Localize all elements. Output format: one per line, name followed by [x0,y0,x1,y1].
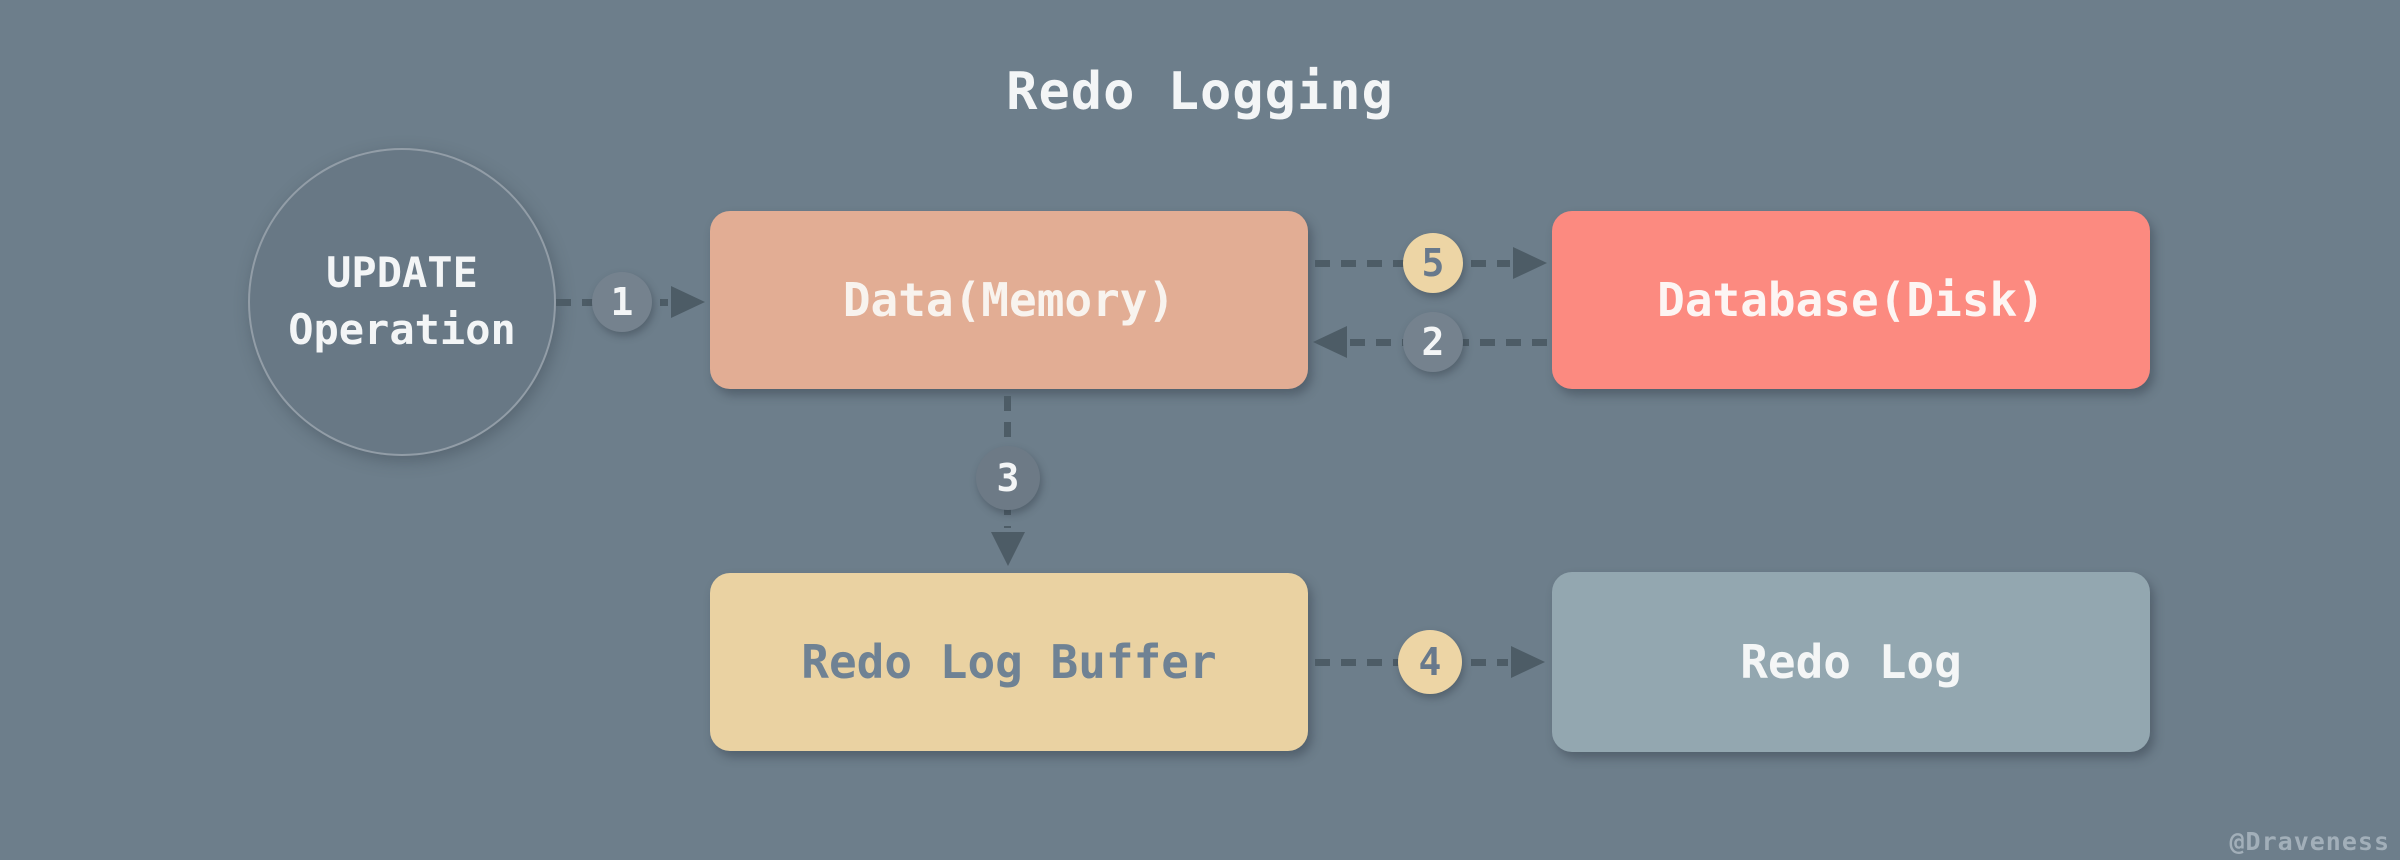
step-badge-5: 5 [1403,233,1463,293]
arrow-3-down-arrowhead-icon [991,532,1025,566]
step-badge-4: 4 [1398,630,1462,694]
update-operation-label-line1: UPDATE [326,248,478,298]
database-disk-label: Database(Disk) [1657,273,2045,327]
step-badge-2: 2 [1403,312,1463,372]
arrow-2-left-arrowhead-icon [1313,326,1347,358]
update-operation-label-line2: Operation [288,305,516,354]
redo-log-label: Redo Log [1740,635,1962,689]
diagram-title: Redo Logging [1006,62,1394,122]
data-memory-box: Data(Memory) [710,211,1308,389]
arrow-1-right-arrowhead-icon [671,286,705,318]
arrow-5-right-arrowhead-icon [1513,247,1547,279]
step-badge-3: 3 [976,446,1040,510]
watermark: @Draveness [2229,827,2390,856]
step-badge-1: 1 [592,272,652,332]
database-disk-box: Database(Disk) [1552,211,2150,389]
redo-log-buffer-box: Redo Log Buffer [710,573,1308,751]
redo-log-box: Redo Log [1552,572,2150,752]
data-memory-label: Data(Memory) [842,273,1176,327]
redo-log-buffer-label: Redo Log Buffer [801,635,1217,689]
arrow-4-right-arrowhead-icon [1511,646,1545,678]
update-operation-circle: UPDATE Operation [248,148,556,456]
